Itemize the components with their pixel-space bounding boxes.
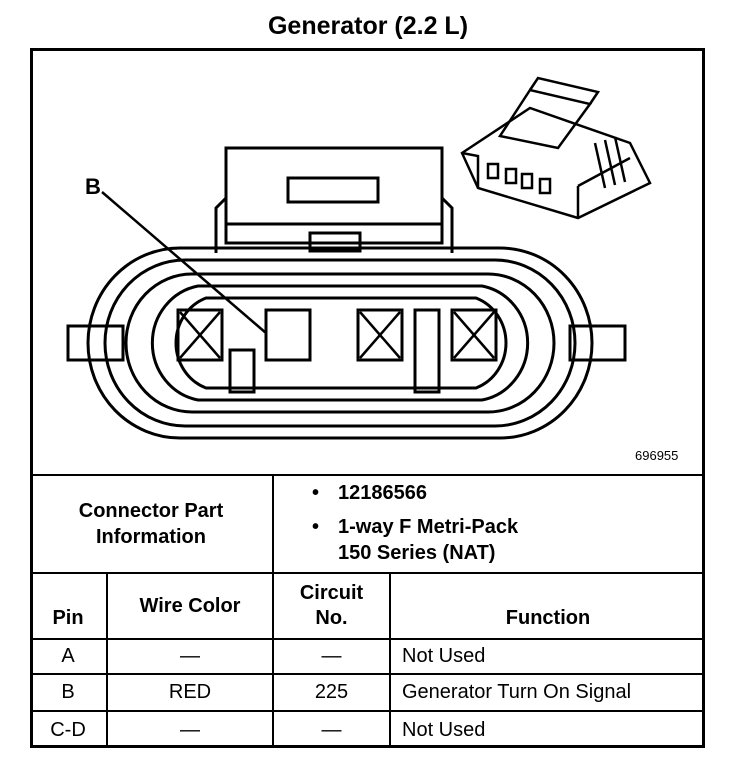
row-a-wire-color: — xyxy=(180,645,200,667)
connector-body xyxy=(86,246,594,440)
col-divider-1 xyxy=(106,572,108,748)
header-circuit-line1: Circuit xyxy=(299,582,364,604)
col-divider-2 xyxy=(272,572,274,748)
cavity-c xyxy=(356,308,404,362)
part-info-label-line2: Information xyxy=(96,526,206,548)
right-key xyxy=(413,308,441,394)
cavity-d xyxy=(450,308,498,362)
part-info-divider xyxy=(272,474,274,573)
latch-slot xyxy=(286,176,380,204)
diagram-frame xyxy=(30,48,705,748)
left-tab xyxy=(66,324,125,362)
connector-iso-view xyxy=(460,76,652,220)
header-wire-color: Wire Color xyxy=(139,595,241,617)
page-title: Generator (2.2 L) xyxy=(267,12,469,40)
left-key xyxy=(228,348,256,394)
latch-housing xyxy=(224,146,444,245)
header-function: Function xyxy=(505,607,591,629)
header-circuit-line2: No. xyxy=(315,607,348,629)
connector-type-line2: 150 Series (NAT) xyxy=(338,542,496,564)
row-b-function: Generator Turn On Signal xyxy=(402,681,632,703)
connector-diagram: B 696955 xyxy=(30,48,705,475)
row-a-function: Not Used xyxy=(402,645,486,667)
part-info-label-line1: Connector Part xyxy=(78,500,224,522)
table-top-border xyxy=(30,474,705,476)
header-bottom-border xyxy=(30,638,705,640)
col-divider-3 xyxy=(389,572,391,748)
row-cd-circuit: — xyxy=(321,719,342,741)
row-a-pin: A xyxy=(61,645,75,667)
header-top-border xyxy=(30,572,705,574)
row-a-circuit: — xyxy=(321,645,342,667)
row-cd-wire-color: — xyxy=(180,719,200,741)
row-b-wire-color: RED xyxy=(168,681,212,703)
connector-drawing xyxy=(66,76,652,440)
header-pin: Pin xyxy=(52,607,84,629)
row-cd-pin: C-D xyxy=(50,719,86,741)
part-bullet-1-dot: • xyxy=(312,482,320,504)
row-b-circuit: 225 xyxy=(314,681,349,703)
cavity-b xyxy=(264,308,312,362)
callout-leader xyxy=(101,191,267,334)
cavity-a xyxy=(176,308,224,362)
row-divider-2 xyxy=(30,710,705,712)
connector-type-line1: 1-way F Metri-Pack xyxy=(338,516,519,538)
row-b-pin: B xyxy=(61,681,75,703)
part-number: 12186566 xyxy=(338,482,427,504)
figure-number: 696955 xyxy=(635,448,679,463)
part-bullet-2-dot: • xyxy=(312,516,320,538)
right-tab xyxy=(568,324,627,362)
row-divider-1 xyxy=(30,673,705,675)
row-cd-function: Not Used xyxy=(402,719,486,741)
callout-label: B xyxy=(85,174,101,199)
